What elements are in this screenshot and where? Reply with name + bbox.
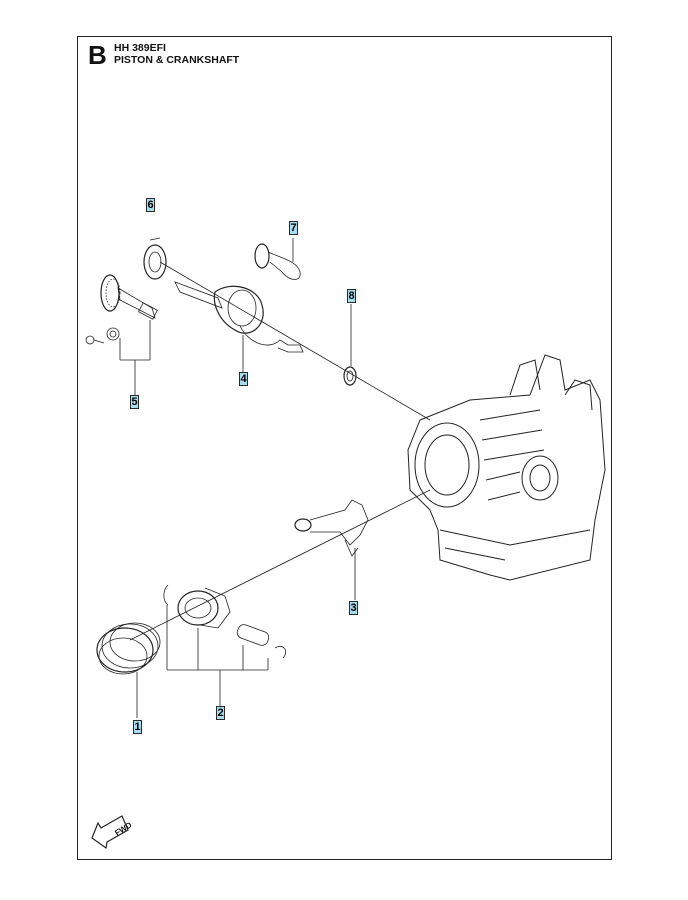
fwd-label: FWD bbox=[113, 820, 133, 837]
callout-2[interactable]: 2 bbox=[216, 706, 225, 720]
section-letter: B bbox=[88, 40, 107, 70]
callout-3[interactable]: 3 bbox=[349, 601, 358, 615]
crank-axis-line bbox=[159, 261, 431, 421]
gear-bolts-part bbox=[85, 320, 151, 395]
oil-seal-part bbox=[343, 304, 357, 386]
callout-6[interactable]: 6 bbox=[146, 198, 155, 212]
diagram-frame bbox=[77, 36, 612, 860]
callout-1[interactable]: 1 bbox=[133, 720, 142, 734]
callout-8[interactable]: 8 bbox=[347, 289, 356, 303]
bearing-part bbox=[143, 237, 167, 280]
piston-part bbox=[163, 584, 287, 706]
diagram-title: PISTON & CRANKSHAFT bbox=[114, 54, 240, 66]
piston-axis-line bbox=[129, 489, 431, 641]
engine-block-part bbox=[407, 354, 606, 581]
fwd-arrow-icon bbox=[91, 815, 129, 850]
crankshaft-part bbox=[174, 281, 304, 372]
balancer-part bbox=[254, 238, 301, 280]
model-title: HH 389EFI bbox=[114, 42, 166, 54]
callout-4[interactable]: 4 bbox=[239, 372, 248, 386]
piston-rings-part bbox=[96, 622, 161, 718]
connecting-rod-part bbox=[294, 499, 369, 600]
callout-5[interactable]: 5 bbox=[130, 395, 139, 409]
crankshaft-gear-part bbox=[100, 274, 158, 320]
callout-7[interactable]: 7 bbox=[289, 221, 298, 235]
